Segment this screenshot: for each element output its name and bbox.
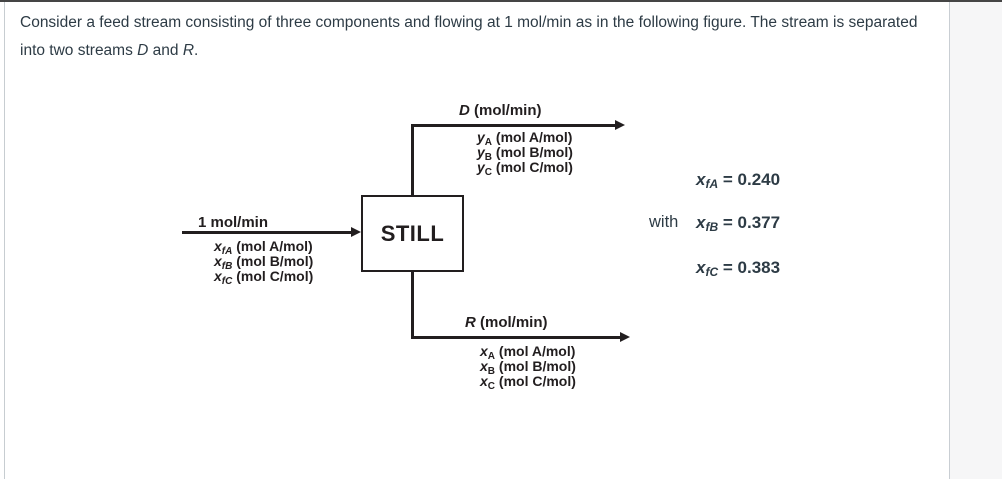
right-gutter-panel [949, 2, 1002, 479]
distillate-component-line: yB (mol B/mol) [477, 144, 573, 163]
stream-d-name: D [137, 42, 149, 59]
distillate-component-line: yC (mol C/mol) [477, 159, 573, 178]
residue-stream-label: R (mol/min) [465, 314, 548, 331]
given-value-xfb: xfB = 0.377 [696, 213, 781, 234]
distillate-stream-label: D (mol/min) [459, 102, 542, 119]
feed-component-line: xfA (mol A/mol) [214, 238, 313, 257]
intro-text: Consider a feed stream consisting of thr… [20, 14, 918, 59]
distillate-stream-riser-line [411, 124, 414, 196]
feed-component-line: xfC (mol C/mol) [214, 268, 314, 287]
with-label: with [649, 213, 679, 231]
distillate-composition-list: yA (mol A/mol) yB (mol B/mol) yC (mol C/… [477, 129, 573, 178]
feed-rate-label: 1 mol/min [198, 214, 269, 231]
residue-arrowhead-icon [620, 332, 630, 342]
residue-component-line: xA (mol A/mol) [480, 343, 576, 362]
residue-component-line: xC (mol C/mol) [480, 373, 576, 392]
top-border-rule [0, 0, 1002, 2]
distillate-arrowhead-icon [615, 120, 625, 130]
distillate-stream-arrow-line [411, 124, 616, 127]
residue-component-line: xB (mol B/mol) [480, 358, 576, 377]
residue-stream-arrow-line [411, 336, 621, 339]
left-border-rule [4, 2, 5, 479]
still-unit-label: STILL [380, 220, 445, 246]
residue-stream-downcomer-line [411, 272, 414, 338]
residue-composition-list: xA (mol A/mol) xB (mol B/mol) xC (mol C/… [480, 343, 576, 392]
still-unit-box: STILL [361, 195, 464, 272]
feed-stream-arrow-line [182, 231, 354, 234]
distillate-component-line: yA (mol A/mol) [477, 129, 573, 148]
given-value-xfa: xfA = 0.240 [696, 170, 781, 191]
feed-composition-list: xfA (mol A/mol) xfB (mol B/mol) xfC (mol… [214, 238, 314, 287]
stream-r-name: R [182, 42, 195, 59]
feed-component-line: xfB (mol B/mol) [214, 253, 314, 272]
intro-paragraph: Consider a feed stream consisting of thr… [20, 14, 918, 59]
feed-arrowhead-icon [351, 227, 361, 237]
given-value-xfc: xfC = 0.383 [696, 258, 781, 279]
